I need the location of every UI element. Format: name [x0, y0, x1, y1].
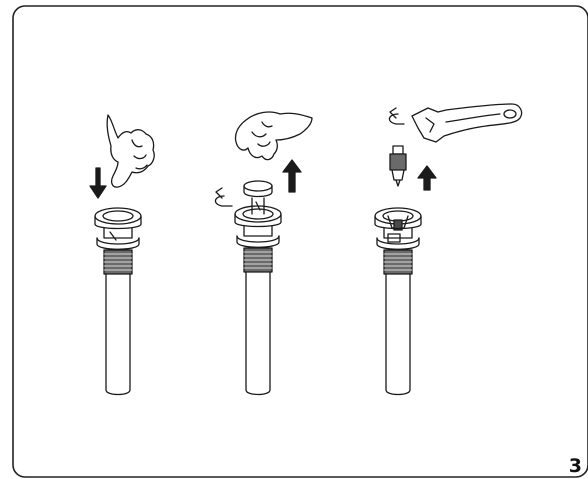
- page-number: 3: [568, 455, 582, 477]
- panel-border: [12, 5, 588, 478]
- down-arrow-icon: [89, 167, 107, 199]
- drain-rod: [389, 145, 407, 187]
- hand-icon: [106, 114, 155, 188]
- step-2: [214, 111, 313, 396]
- up-arrow-icon: [417, 165, 437, 191]
- rotate-arrow-icon: [214, 187, 233, 207]
- step-3: [374, 103, 523, 396]
- drain-assembly: [234, 205, 282, 396]
- drain-assembly: [94, 207, 142, 396]
- up-arrow-icon: [282, 159, 302, 193]
- rotate-arrow-icon: [388, 107, 405, 125]
- hand-icon: [234, 111, 313, 161]
- wrench-icon: [411, 103, 523, 143]
- drain-assembly: [374, 207, 422, 396]
- step-1: [89, 114, 155, 396]
